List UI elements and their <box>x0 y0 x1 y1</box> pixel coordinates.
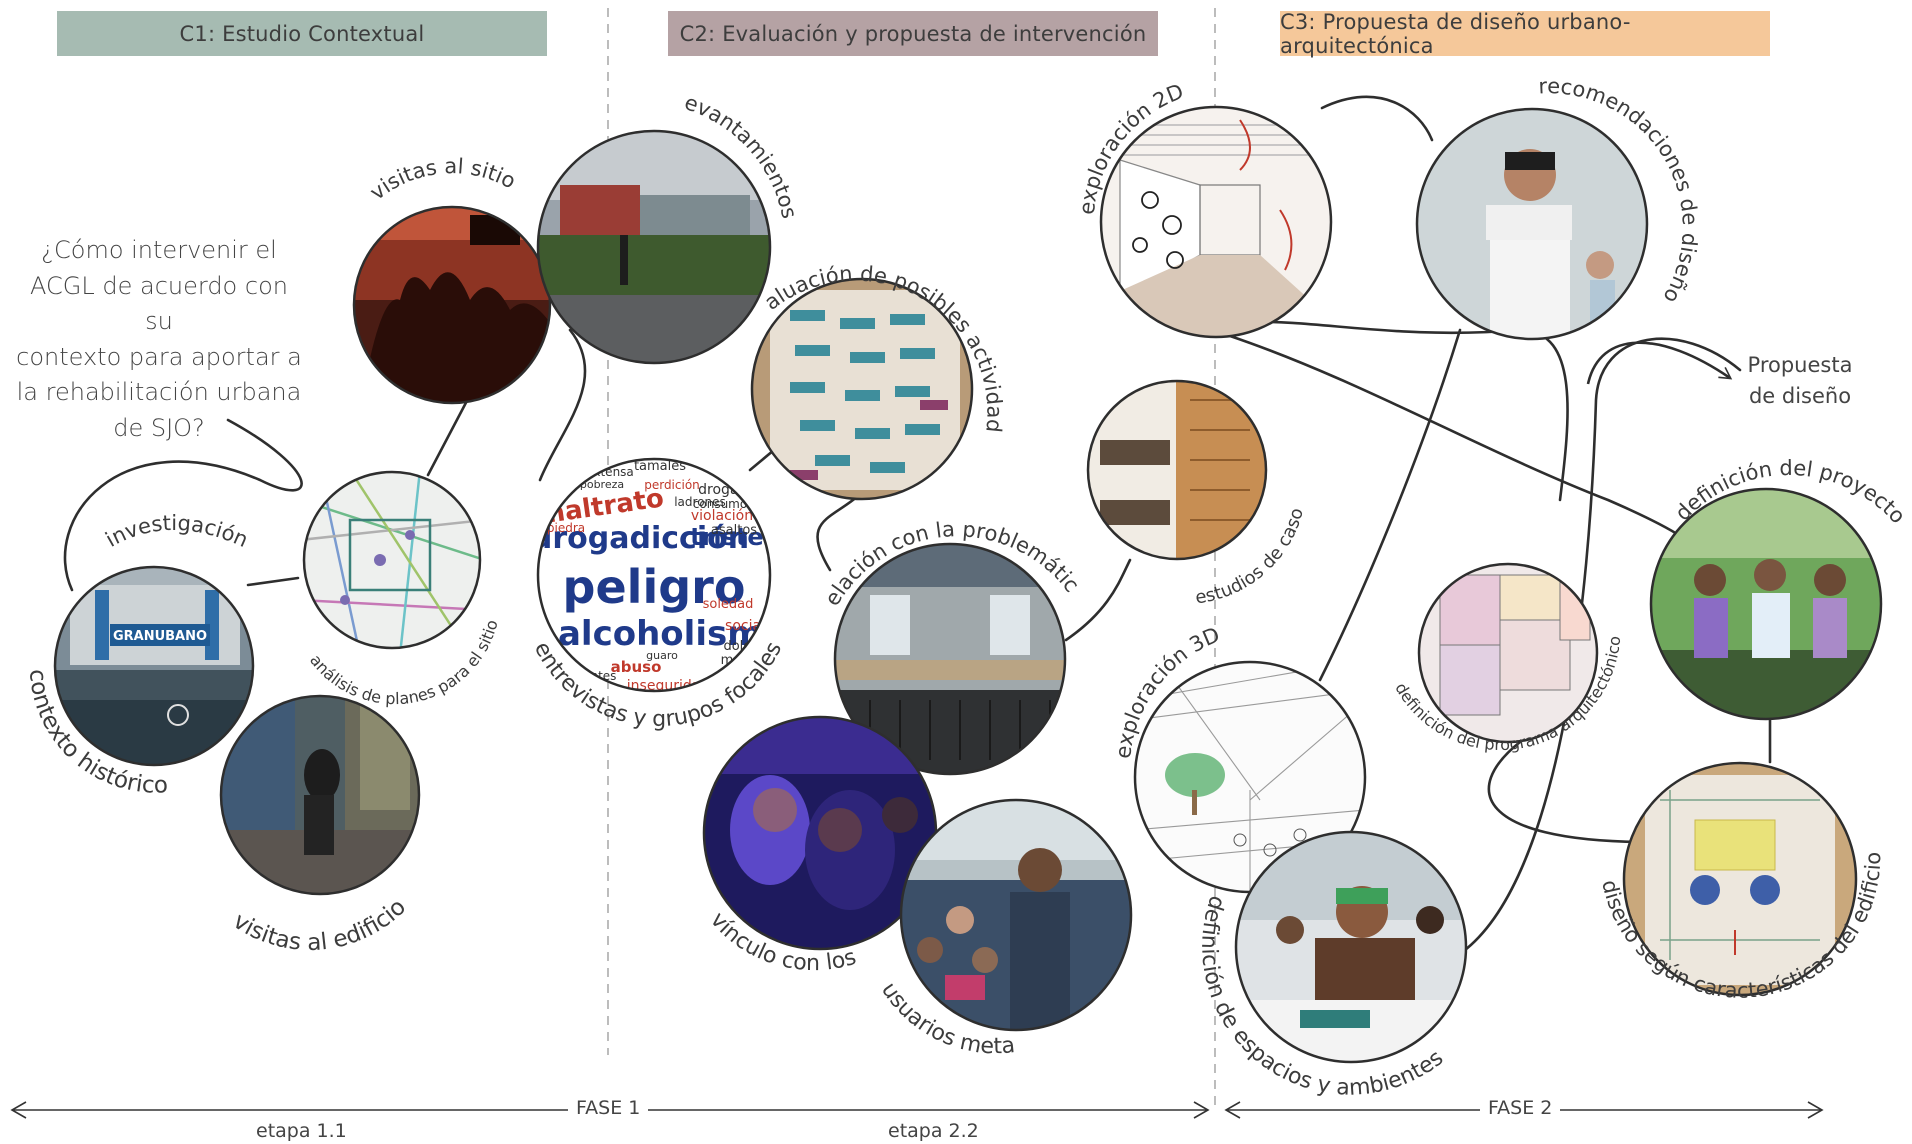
photo-entrevistas-wordcloud: peligroalcoholismodrogadicciónmaltratotr… <box>531 457 794 694</box>
etapa-1-1-label: etapa 1.1 <box>248 1120 355 1142</box>
question-line-1: ¿Cómo intervenir el <box>41 236 277 264</box>
photo-visitas-sitio <box>352 205 552 405</box>
building-sign: GRANUBANO <box>113 629 207 644</box>
wordcloud-word: violación <box>691 508 753 524</box>
proposal-line-2: de diseño <box>1748 384 1852 408</box>
photo-estudios-caso <box>1086 379 1268 561</box>
wordcloud-word: guaro <box>646 649 678 662</box>
question-line-3: contexto para aportar a <box>16 342 302 371</box>
wordcloud-word: piedra <box>547 521 585 535</box>
photo-diseno-caracteristicas <box>1622 761 1858 997</box>
photo-contexto-historico: GRANUBANO <box>53 565 255 767</box>
wordcloud-word: consumo <box>693 497 747 511</box>
label-investigacion: investigación <box>101 511 251 552</box>
wordcloud-word: soledad <box>703 597 754 612</box>
photo-evaluacion <box>750 277 974 501</box>
etapa-2-2-label: etapa 2.2 <box>880 1120 987 1142</box>
wordcloud-word: abuso <box>611 658 662 676</box>
photo-visitas-edificio <box>219 694 421 896</box>
proposal-line-1: Propuesta <box>1747 353 1853 377</box>
research-question: ¿Cómo intervenir el ACGL de acuerdo con … <box>14 233 304 446</box>
wordcloud-word: pobreza <box>580 478 624 491</box>
wordcloud-word: asaltos <box>711 523 757 538</box>
photo-exploracion-2d <box>1099 105 1333 339</box>
wordcloud-word: peligro <box>563 560 746 614</box>
design-proposal-label: Propuesta de diseño <box>1730 350 1870 412</box>
wordcloud-word: inseguridad <box>627 678 709 694</box>
question-line-5: de SJO? <box>113 413 205 442</box>
header-c1: C1: Estudio Contextual <box>57 11 547 56</box>
question-line-4: la rehabilitación urbana <box>16 378 302 406</box>
question-line-2: ACGL de acuerdo con su <box>30 271 288 336</box>
header-c3: C3: Propuesta de diseño urbano-arquitect… <box>1280 10 1770 58</box>
photo-usuarios-meta <box>899 798 1133 1032</box>
fase-2-label: FASE 2 <box>1480 1097 1561 1119</box>
wordcloud-word: ladrones <box>674 495 726 509</box>
photo-analisis-planes <box>302 470 482 650</box>
header-c2: C2: Evaluación y propuesta de intervenci… <box>668 11 1158 56</box>
wordcloud-word: alcoholismo <box>558 614 786 654</box>
fase-1-label: FASE 1 <box>568 1097 649 1119</box>
wordcloud-word: perdición <box>644 478 700 492</box>
proposal-arrow <box>1586 341 1733 385</box>
photo-definicion-espacios <box>1234 830 1468 1064</box>
label-visitas-sitio: visitas al sitio <box>365 154 519 205</box>
wordcloud-word: drogadicción <box>531 521 749 556</box>
wordcloud-word: tristeza <box>690 523 794 551</box>
photo-levantamientos <box>536 129 772 365</box>
wordcloud-word: tamales <box>634 459 686 474</box>
label-visitas-edificio: visitas al edificio <box>228 894 411 956</box>
photo-definicion-proyecto <box>1649 487 1883 721</box>
connector-lines <box>63 95 1772 962</box>
photo-recomendaciones <box>1415 107 1649 341</box>
